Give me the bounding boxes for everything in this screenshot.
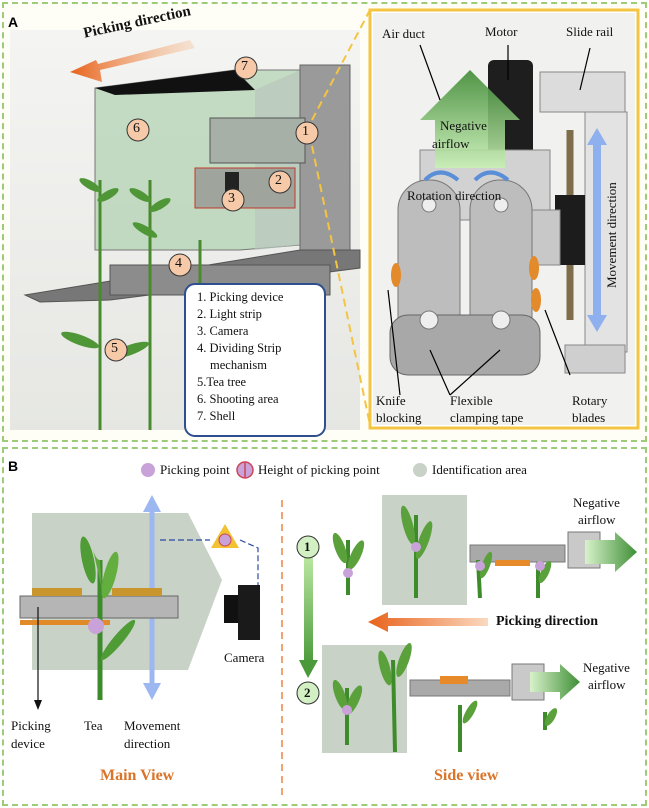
- marker-2-label: 2: [275, 173, 282, 188]
- side-picking-direction-arrow: [368, 612, 488, 632]
- marker-3-label: 3: [228, 191, 235, 206]
- side-tea-leaves: [332, 505, 558, 726]
- movement-direction-b-label-2: direction: [124, 736, 171, 751]
- side-negative-label-2: Negative: [583, 660, 630, 675]
- zoom-connector-bottom: [311, 145, 371, 426]
- step-1-label: 1: [304, 539, 311, 554]
- marker-6: [126, 118, 150, 142]
- legend-item-2: 2. Light strip: [197, 307, 262, 321]
- number-markers: [104, 56, 319, 362]
- motor-label: Motor: [485, 24, 518, 39]
- marker-4: [168, 253, 192, 277]
- panel-a-label: A: [8, 14, 19, 30]
- detail-callouts: [387, 44, 591, 396]
- main-blade-right: [112, 588, 162, 596]
- slide-rail-label: Slide rail: [566, 24, 614, 39]
- side-airflow-arrow-2: [530, 664, 580, 700]
- side-view-title: Side view: [434, 767, 499, 784]
- side-negative-label-1: Negative: [573, 495, 620, 510]
- rotary-blades-label-2: blades: [572, 410, 606, 425]
- knife-blocking-label-1: Knife: [376, 393, 406, 408]
- negative-airflow-label-2: airflow: [432, 136, 470, 151]
- marker-7: [234, 56, 258, 80]
- side-airflow-label-2: airflow: [588, 677, 626, 692]
- picking-device-label-2: device: [11, 736, 45, 751]
- legend-item-4b: mechanism: [210, 358, 267, 372]
- legend-picking-point-icon: [141, 463, 155, 477]
- rotation-direction-label: Rotation direction: [407, 188, 502, 203]
- rotary-blade-left: [529, 256, 539, 280]
- rotary-blades-label-1: Rotary: [572, 393, 608, 408]
- marker-3: [221, 188, 245, 212]
- air-duct-label: Air duct: [382, 26, 425, 41]
- movement-direction-label: Movement direction: [604, 182, 619, 288]
- marker-1: [295, 121, 319, 145]
- slide-rail-foot: [564, 344, 626, 374]
- legend-item-7: 7. Shell: [197, 409, 236, 423]
- negative-airflow-label-1: Negative: [440, 118, 487, 133]
- step-arrow: [304, 558, 313, 664]
- picking-device-label-1: Picking: [11, 718, 51, 733]
- main-belt: [20, 620, 110, 625]
- marker-4-label: 4: [175, 256, 182, 271]
- rotation-arrow-left: [423, 170, 460, 182]
- legend-item-6: 6. Shooting area: [197, 392, 279, 406]
- step-2-label: 2: [304, 685, 311, 700]
- zoom-connector-top: [311, 9, 371, 121]
- movement-direction-b-label-1: Movement: [124, 718, 181, 733]
- marker-5-label: 5: [111, 341, 118, 356]
- side-airflow-label-1: airflow: [578, 512, 616, 527]
- main-picking-point: [88, 618, 104, 634]
- camera-body: [238, 585, 260, 640]
- rotation-arrow-right: [473, 170, 510, 182]
- camera-lens: [224, 595, 238, 623]
- side-picking-direction-label: Picking direction: [496, 614, 599, 629]
- slide-rail-body: [584, 111, 628, 353]
- marker-6-label: 6: [133, 121, 140, 136]
- legend-item-1: 1. Picking device: [197, 290, 284, 304]
- flexible-tape-label-1: Flexible: [450, 393, 493, 408]
- legend-item-4: 4. Dividing Strip: [197, 341, 282, 355]
- sensor-dashline: [160, 539, 259, 585]
- rotary-blade-right: [531, 288, 541, 312]
- clamping-base: [389, 314, 541, 376]
- tea-label: Tea: [84, 718, 103, 733]
- legend-item-5: 5.Tea tree: [197, 375, 247, 389]
- picking-direction-arrow: [70, 40, 195, 82]
- legend-height-of-picking-point: Height of picking point: [258, 462, 380, 477]
- marker-7-label: 7: [241, 59, 248, 74]
- negative-airflow-arrow: [420, 70, 520, 168]
- marker-2: [268, 170, 292, 194]
- knife-blocking-label-2: blocking: [376, 410, 422, 425]
- step-1-circle: [296, 535, 320, 559]
- panel-b: [2, 447, 647, 806]
- side-airflow-arrow-1: [585, 532, 637, 572]
- legend-identification-area: Identification area: [432, 462, 527, 477]
- legend-picking-point: Picking point: [160, 462, 230, 477]
- legend-identification-icon: [413, 463, 427, 477]
- panel-b-label: B: [8, 458, 19, 474]
- legend-item-3: 3. Camera: [197, 324, 249, 338]
- marker-1-label: 1: [302, 124, 309, 139]
- picking-device-render: [209, 117, 306, 164]
- flexible-tape-label-2: clamping tape: [450, 410, 524, 425]
- marker-5: [104, 338, 128, 362]
- main-view-title: Main View: [100, 767, 175, 784]
- step-2-circle: [296, 681, 320, 705]
- side-picking-points: [342, 542, 545, 715]
- legend-box: [184, 283, 326, 437]
- knife-blocking-part: [391, 263, 401, 287]
- camera-label: Camera: [224, 650, 265, 665]
- main-blade-left: [32, 588, 82, 596]
- shell-top-opening: [95, 70, 255, 95]
